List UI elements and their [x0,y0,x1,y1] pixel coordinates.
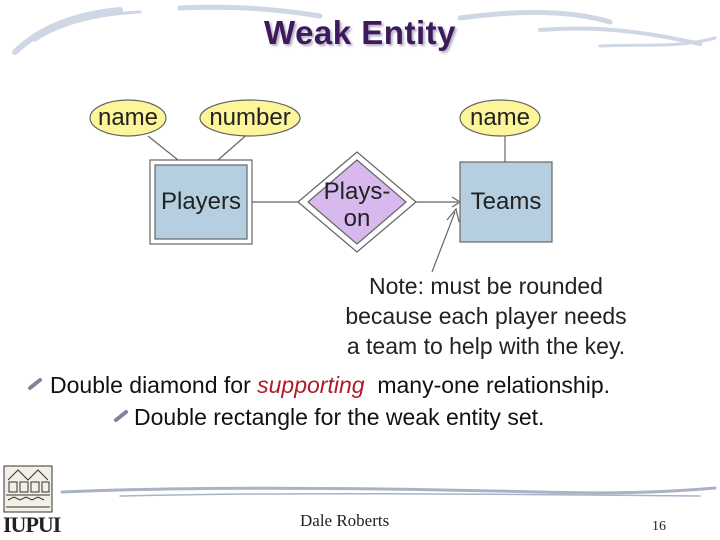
plays-on-line2: on [343,205,371,232]
plays-on-inner-diamond [307,159,407,245]
attr-name-team-ellipse [459,99,541,137]
note-line-1: Note: must be rounded [369,273,603,299]
page-number: 16 [652,519,666,534]
bullet-markers [28,378,128,422]
bullet-1-prefix: Double diamond for [50,372,258,398]
iupui-logo-text: IUPUI [3,512,61,537]
top-swoosh-decoration [12,4,717,55]
attr-name-player-ellipse [89,99,167,137]
bullet-1-suffix: many-one relationship. [364,372,611,398]
bullet-1-emphasis: supporting [257,372,365,398]
teams-entity-label: Teams [470,188,542,215]
attr-name-team-label: name [469,104,531,131]
players-inner-rect [154,164,248,240]
teams-rect [459,161,553,243]
connector-lines [147,131,506,273]
bottom-swoosh-decoration [60,486,717,497]
note-line-2: because each player needs [345,303,627,329]
iupui-logo-icon [3,465,53,513]
plays-on-relationship-label: Plays- on [305,178,409,232]
attr-number-label: number [209,104,291,131]
attr-name-player-label: name [97,104,159,131]
bullet-double-diamond: Double diamond for supporting many-one r… [50,372,610,399]
note-line-3: a team to help with the key. [346,333,626,359]
footer-author: Dale Roberts [300,511,390,530]
attr-number-ellipse [199,99,301,137]
slide-title: Weak Entity [264,14,456,51]
plays-on-line1: Plays- [323,178,391,205]
bullet-double-rectangle: Double rectangle for the weak entity set… [134,404,545,430]
note-text: Note: must be rounded because each playe… [300,271,672,361]
players-entity-label: Players [160,188,242,215]
